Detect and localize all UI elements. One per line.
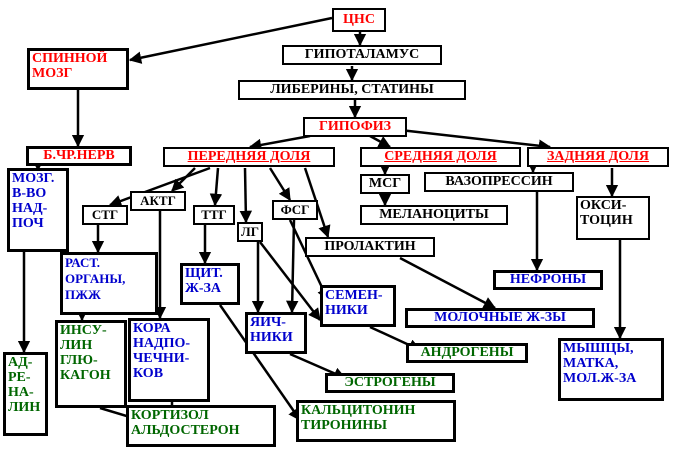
node-melanocytes: МЕЛАНОЦИТЫ bbox=[360, 205, 508, 225]
node-thyroid: ЩИТ. Ж-ЗА bbox=[180, 263, 240, 305]
node-liberins: ЛИБЕРИНЫ, СТАТИНЫ bbox=[238, 80, 466, 100]
connector-hypophysis-middle bbox=[369, 134, 392, 149]
line: ГЛЮ- bbox=[60, 353, 98, 369]
node-muscles: МЫШЦЫ, МАТКА, МОЛ.Ж-ЗА bbox=[558, 338, 664, 401]
line: ЛИН bbox=[8, 400, 41, 416]
connector-hypophysis-posterior bbox=[399, 128, 552, 152]
line: НИКИ bbox=[250, 330, 293, 346]
line: ТИРОНИНЫ bbox=[301, 418, 388, 434]
node-insulin: ИНСУ- ЛИН ГЛЮ- КАГОН bbox=[55, 320, 127, 408]
line: ПЖЖ bbox=[65, 286, 101, 302]
line: МАТКА, bbox=[563, 356, 619, 372]
node-ttg: ТТГ bbox=[193, 205, 235, 225]
node-calcitonin: КАЛЬЦИТОНИН ТИРОНИНЫ bbox=[296, 400, 456, 442]
connector-anterior-fsg bbox=[268, 167, 292, 202]
node-cortisol: КОРТИЗОЛ АЛЬДОСТЕРОН bbox=[126, 405, 276, 447]
node-anterior-lobe: ПЕРЕДНЯЯ ДОЛЯ bbox=[163, 147, 335, 167]
node-androgens: АНДРОГЕНЫ bbox=[406, 343, 528, 363]
line: ЯИЧ- bbox=[250, 315, 286, 330]
node-hypothalamus: ГИПОТАЛАМУС bbox=[282, 45, 442, 65]
node-estrogens: ЭСТРОГЕНЫ bbox=[325, 373, 455, 393]
line: НИКИ bbox=[325, 303, 368, 319]
node-posterior-lobe: ЗАДНЯЯ ДОЛЯ bbox=[527, 147, 669, 167]
node-cortex: КОРА НАДПО- ЧЕЧНИ- КОВ bbox=[128, 318, 210, 402]
line: АД- bbox=[8, 355, 33, 370]
connector-anterior-ttg bbox=[209, 167, 223, 207]
node-vasopressin: ВАЗОПРЕССИН bbox=[424, 172, 574, 192]
line: ОКСИ- bbox=[580, 198, 627, 213]
line: МОЛ.Ж-ЗА bbox=[563, 371, 637, 387]
line: КАЛЬЦИТОНИН bbox=[301, 403, 416, 418]
connector-cns-spinal bbox=[128, 16, 333, 64]
line: НАД- bbox=[12, 201, 48, 217]
node-cns: ЦНС bbox=[332, 8, 386, 32]
line: НАДПО- bbox=[133, 336, 191, 352]
line: РЕ- bbox=[8, 370, 31, 386]
node-stg: СТГ bbox=[82, 205, 128, 225]
line: СЕМЕН- bbox=[325, 288, 383, 303]
line: ТОЦИН bbox=[580, 213, 633, 229]
line: МОЗГ bbox=[32, 66, 73, 82]
node-testes: СЕМЕН- НИКИ bbox=[320, 285, 396, 327]
line: НА- bbox=[8, 385, 34, 401]
line: Ж-ЗА bbox=[185, 281, 222, 297]
line: ЩИТ. bbox=[185, 266, 223, 281]
connector-fsg-ovaries bbox=[285, 219, 299, 314]
connector-hypophysis-anterior bbox=[248, 134, 311, 152]
line: ИНСУ- bbox=[60, 323, 107, 338]
line: ОРГАНЫ, bbox=[65, 270, 126, 286]
node-lg: ЛГ bbox=[237, 222, 263, 242]
line: РАСТ. bbox=[65, 255, 101, 270]
node-adrenal-medulla: МОЗГ. В-ВО НАД- ПОЧ bbox=[7, 168, 69, 252]
node-middle-lobe: СРЕДНЯЯ ДОЛЯ bbox=[360, 147, 521, 167]
line: СПИННОЙ bbox=[32, 51, 108, 66]
node-ovaries: ЯИЧ- НИКИ bbox=[245, 312, 307, 354]
line: КОВ bbox=[133, 366, 164, 382]
line: КОРТИЗОЛ bbox=[131, 408, 209, 423]
node-spinal-cord: СПИННОЙ МОЗГ bbox=[27, 48, 129, 90]
line: МЫШЦЫ, bbox=[563, 341, 634, 356]
connector-thyroid-calcitonin bbox=[218, 304, 302, 422]
connector-lg-testes bbox=[259, 241, 321, 321]
line: КОРА bbox=[133, 321, 171, 336]
line: В-ВО bbox=[12, 186, 47, 202]
node-nerve: Б.ЧР.НЕРВ bbox=[26, 146, 132, 166]
node-mammary: МОЛОЧНЫЕ Ж-ЗЫ bbox=[405, 308, 595, 328]
line: ЛИН bbox=[60, 338, 93, 354]
node-actg: АКТГ bbox=[130, 191, 186, 211]
connector-anterior-stg bbox=[108, 166, 211, 207]
line: АЛЬДОСТЕРОН bbox=[131, 423, 240, 439]
line: ЧЕЧНИ- bbox=[133, 351, 190, 367]
connector-anterior-lg bbox=[239, 167, 253, 224]
node-prolactin: ПРОЛАКТИН bbox=[305, 237, 435, 257]
node-nephrons: НЕФРОНЫ bbox=[493, 270, 603, 290]
line: КАГОН bbox=[60, 368, 111, 384]
line: ПОЧ bbox=[12, 216, 44, 232]
node-plants-organs: РАСТ. ОРГАНЫ, ПЖЖ bbox=[60, 252, 158, 315]
node-hypophysis: ГИПОФИЗ bbox=[303, 117, 407, 137]
line: МОЗГ. bbox=[12, 171, 55, 186]
node-fsg: ФСГ bbox=[272, 200, 318, 220]
connector-anterior-actg bbox=[171, 167, 196, 192]
node-msg: МСГ bbox=[360, 174, 410, 194]
node-oxytocin: ОКСИ- ТОЦИН bbox=[576, 196, 650, 240]
node-adrenaline: АД- РЕ- НА- ЛИН bbox=[3, 352, 48, 436]
connector-prolactin-mammary bbox=[399, 256, 497, 310]
